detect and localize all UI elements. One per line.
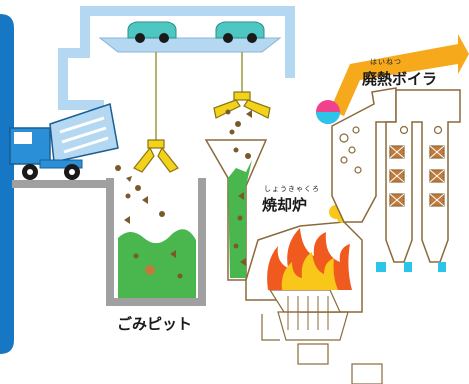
boiler-label: 廃熱ボイラ bbox=[362, 70, 438, 88]
flame-icon bbox=[267, 228, 352, 290]
ground-platform bbox=[12, 180, 112, 188]
incinerator-label: 焼却炉 bbox=[262, 196, 308, 214]
grab-bucket-icon bbox=[133, 139, 179, 173]
ash-outlet bbox=[351, 363, 383, 384]
garbage-truck-icon bbox=[9, 103, 119, 180]
fan-icon bbox=[316, 100, 340, 124]
falling-garbage bbox=[115, 165, 148, 204]
boiler-duct bbox=[330, 34, 469, 116]
grab-bucket-icon bbox=[213, 91, 271, 119]
heat-exchanger-icon bbox=[389, 145, 445, 207]
boiler-furigana: はいねつ bbox=[370, 58, 402, 66]
left-blue-border bbox=[0, 14, 14, 354]
pit-label: ごみピット bbox=[117, 315, 193, 333]
crane-car-icon bbox=[215, 21, 265, 43]
crane-car-icon bbox=[127, 21, 177, 43]
incinerator-body bbox=[245, 221, 363, 365]
water-outlet bbox=[376, 262, 446, 272]
garbage-pit bbox=[106, 178, 206, 306]
garbage-in-bucket bbox=[225, 109, 252, 135]
incinerator-furigana: しょうきゃくろ bbox=[264, 185, 320, 193]
boiler-tower bbox=[331, 87, 461, 263]
